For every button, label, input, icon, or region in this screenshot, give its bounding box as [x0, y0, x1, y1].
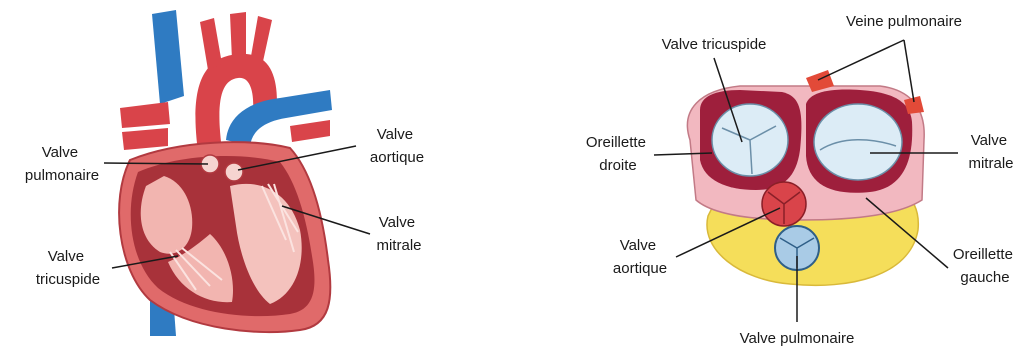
leader-left-pulmonary [104, 163, 208, 164]
aortic-branch-1 [200, 18, 222, 70]
pulmonary-vessel-left-2 [122, 128, 168, 150]
label-right-valve-tricuspid: Valve tricuspide [662, 36, 767, 53]
label-right-right-atrium: Oreillette droite [586, 134, 650, 174]
label-right-valve-mitral: Valve mitrale [968, 132, 1013, 172]
leader-right-pulmonary-vein-b [904, 40, 914, 102]
pulmonary-vessel-left [120, 102, 170, 128]
aortic-branch-3 [250, 16, 272, 66]
aortic-branch-2 [230, 12, 246, 60]
label-right-left-atrium: Oreillette gauche [953, 246, 1017, 286]
label-left-valve-pulmonary: Valve pulmonaire [25, 144, 99, 184]
label-left-valve-mitral: Valve mitrale [376, 214, 421, 254]
pulmonary-vein-right [290, 120, 330, 142]
valve-plane-illustration [687, 70, 924, 285]
mitral-valve-top [814, 104, 902, 180]
label-left-valve-tricuspid: Valve tricuspide [36, 248, 100, 288]
label-left-valve-aortic: Valve aortique [370, 126, 424, 166]
label-right-pulmonary-vein: Veine pulmonaire [846, 13, 962, 30]
superior-vena-cava [152, 10, 184, 104]
aortic-valve-shape [225, 163, 243, 181]
label-right-valve-aortic: Valve aortique [613, 237, 667, 277]
leader-right-pulmonary-vein-a [818, 40, 904, 80]
heart-cross-section-illustration [119, 10, 332, 336]
label-right-valve-pulmonary: Valve pulmonaire [740, 330, 855, 347]
